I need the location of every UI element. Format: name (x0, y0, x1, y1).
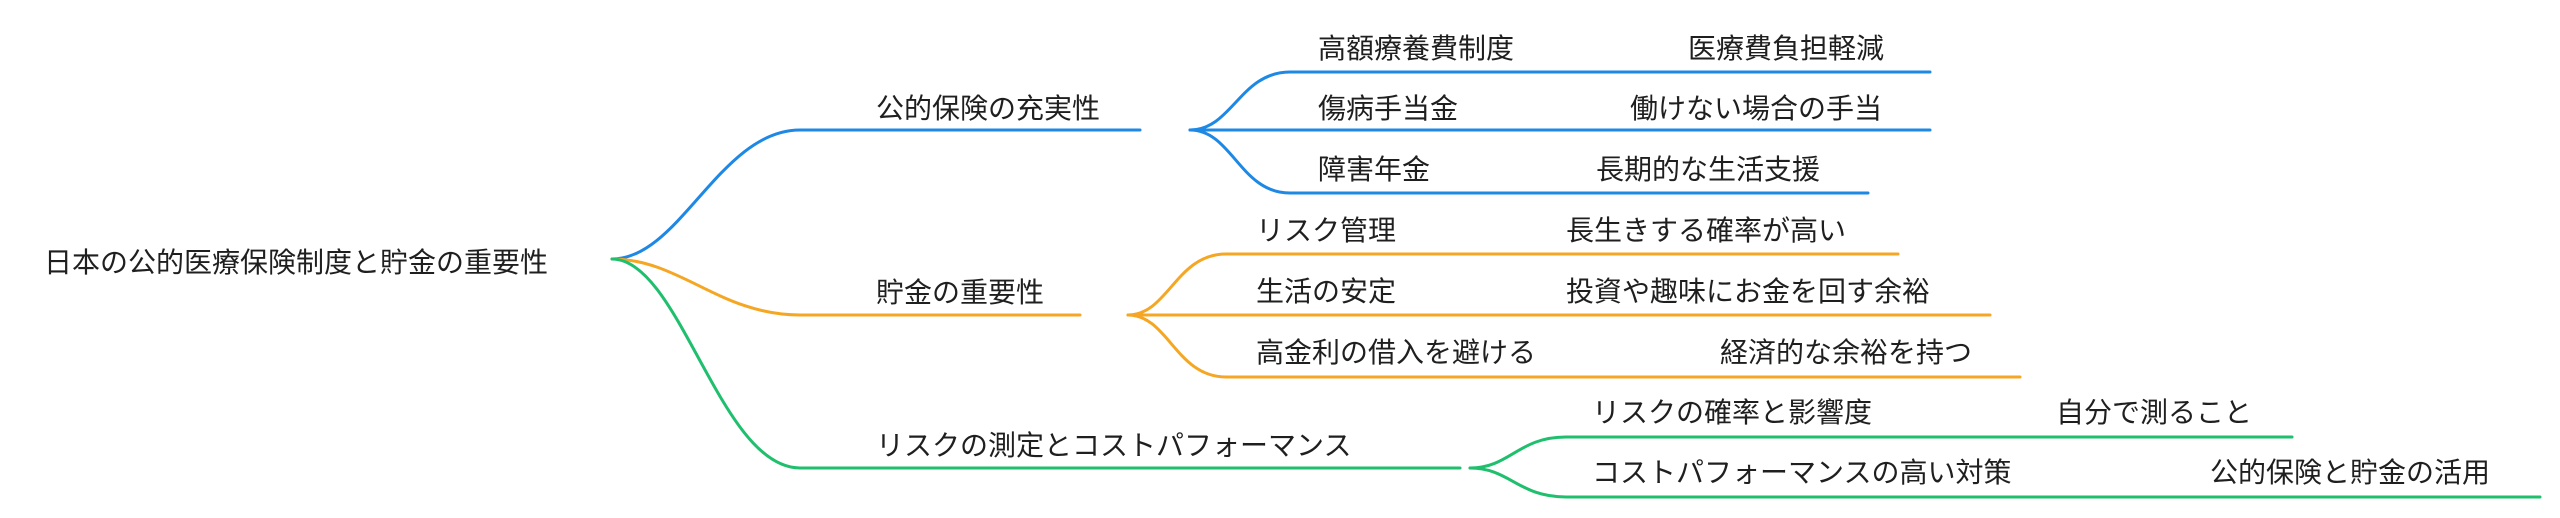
connector-root-branch-3 (610, 257, 1462, 470)
branch-2-label: 貯金の重要性 (876, 276, 1044, 309)
connector-root-branch-1 (610, 128, 1142, 261)
branch-3-child-2-detail: 公的保険と貯金の活用 (2210, 456, 2490, 489)
root-node-label: 日本の公的医療保険制度と貯金の重要性 (44, 246, 548, 279)
branch-2-child-2-detail: 投資や趣味にお金を回す余裕 (1566, 275, 1930, 308)
branch-1-child-1-label: 高額療養費制度 (1318, 32, 1514, 65)
branch-1-child-2-detail: 働けない場合の手当 (1630, 92, 1882, 125)
connector-branch-2-child-3 (1126, 313, 2022, 379)
branch-1-child-3-label: 障害年金 (1318, 153, 1430, 186)
connector-root-branch-2 (610, 257, 1082, 317)
connector-branch-1-child-1 (1188, 70, 1932, 132)
branch-3-child-2-label: コストパフォーマンスの高い対策 (1592, 456, 2011, 489)
branch-2-child-3-detail: 経済的な余裕を持つ (1720, 336, 1972, 369)
branch-1-label: 公的保険の充実性 (876, 92, 1100, 125)
branch-3-child-1-detail: 自分で測ること (2056, 396, 2252, 429)
connector-branch-1-child-3 (1188, 128, 1870, 195)
connector-branch-3-child-2 (1468, 466, 2542, 499)
connector-branch-3-child-1 (1468, 435, 2294, 470)
branch-2-child-3-label: 高金利の借入を避ける (1256, 336, 1536, 369)
connector-branch-2-child-1 (1126, 252, 1900, 317)
branch-2-child-1-detail: 長生きする確率が高い (1566, 214, 1846, 247)
branch-2-child-2-label: 生活の安定 (1256, 275, 1396, 308)
branch-2-child-1-label: リスク管理 (1256, 214, 1396, 247)
branch-3-child-1-label: リスクの確率と影響度 (1592, 396, 1872, 429)
branch-1-child-1-detail: 医療費負担軽減 (1688, 32, 1884, 65)
branch-3-label: リスクの測定とコストパフォーマンス (876, 429, 1351, 462)
branch-1-child-2-label: 傷病手当金 (1318, 92, 1458, 125)
branch-1-child-3-detail: 長期的な生活支援 (1596, 153, 1820, 186)
